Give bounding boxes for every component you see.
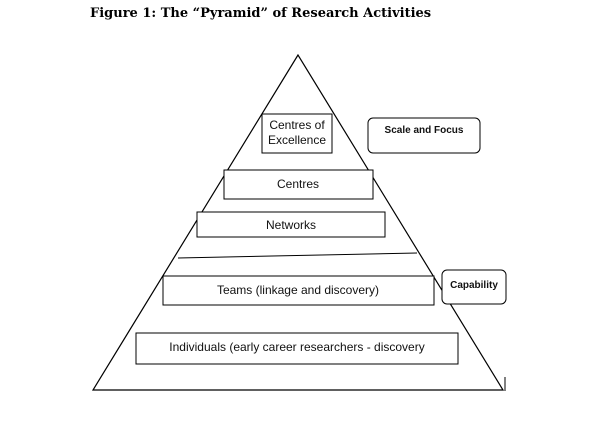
figure-title: Figure 1: The “Pyramid” of Research Acti…: [90, 6, 432, 21]
level-individuals: Individuals (early career researchers - …: [135, 332, 459, 365]
level-centres: Centres: [223, 169, 374, 200]
level-teams-label: Teams (linkage and discovery): [217, 283, 379, 297]
level-centres-of-excellence-line1: Centres of: [269, 118, 325, 132]
level-centres-label: Centres: [277, 177, 319, 191]
side-label-scale-and-focus: Scale and Focus: [367, 117, 481, 154]
level-teams: Teams (linkage and discovery): [162, 275, 435, 306]
level-networks: Networks: [196, 211, 386, 238]
level-centres-of-excellence: Centres of Excellence: [261, 113, 333, 154]
level-centres-of-excellence-line2: Excellence: [268, 133, 326, 147]
level-individuals-label: Individuals (early career researchers - …: [169, 340, 424, 354]
side-label-capability: Capability: [441, 269, 507, 305]
scale-and-focus-text: Scale and Focus: [385, 125, 464, 136]
divider-line: [177, 252, 418, 259]
level-networks-label: Networks: [266, 218, 316, 232]
capability-text: Capability: [450, 280, 498, 291]
pyramid-outline: [91, 53, 505, 391]
